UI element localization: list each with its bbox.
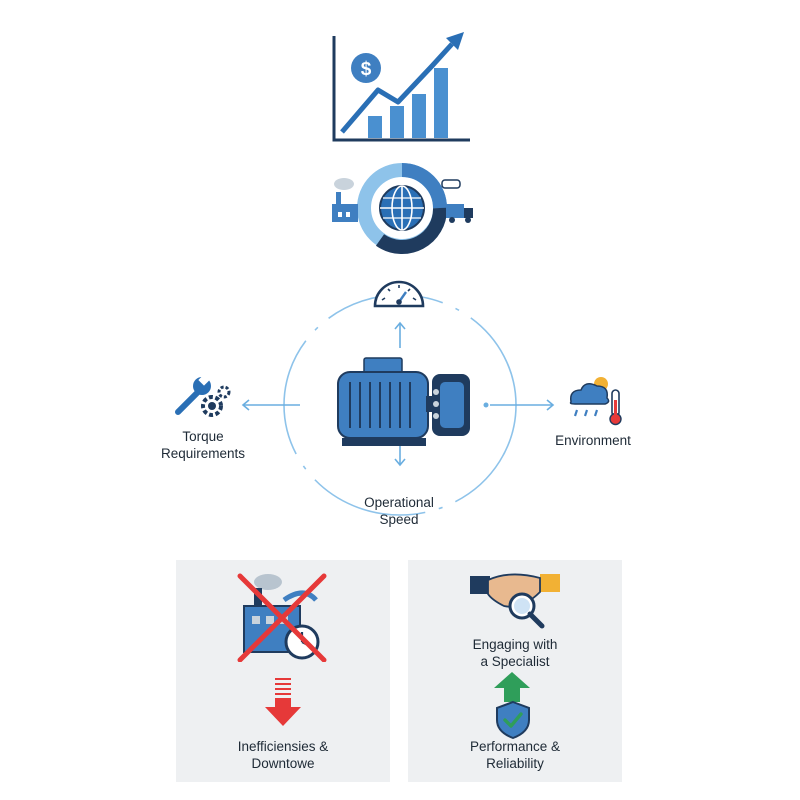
torque-requirements-label: Torque Requirements	[148, 428, 258, 462]
engaging-line2: a Specialist	[480, 654, 550, 669]
wrench-gear-icon	[172, 372, 232, 420]
weather-thermometer-icon	[565, 372, 627, 428]
environment-label: Environment	[538, 432, 648, 449]
performance-line1: Performance &	[469, 739, 561, 754]
operational-speed-label: Operational Speed	[344, 494, 454, 528]
engaging-specialist-label: Engaging with a Specialist	[408, 636, 622, 670]
inefficiencies-label: Inefficiensies & Downtowe	[176, 738, 390, 772]
inefficiencies-panel: Inefficiensies & Downtowe	[176, 560, 390, 782]
engaging-line1: Engaging with	[472, 637, 558, 652]
specialist-panel: Engaging with a Specialist Performance &…	[408, 560, 622, 782]
inefficiencies-line1: Inefficiensies &	[237, 739, 329, 754]
growth-chart-dollar-icon: $	[320, 28, 480, 150]
shield-check-icon	[494, 700, 532, 740]
global-supply-chain-icon	[330, 158, 476, 258]
torque-label-line1: Torque	[182, 429, 224, 444]
crossed-out-factory-icon	[232, 570, 332, 662]
environment-label-text: Environment	[555, 433, 631, 448]
speed-label-line1: Operational	[364, 495, 434, 510]
handshake-magnifier-icon	[470, 566, 562, 632]
electric-motor-icon	[328, 352, 474, 452]
up-arrow-icon	[494, 672, 530, 702]
performance-reliability-label: Performance & Reliability	[408, 738, 622, 772]
torque-label-line2: Requirements	[160, 446, 246, 461]
diagram-arrows	[240, 318, 560, 468]
down-arrow-icon	[265, 678, 301, 728]
svg-text:$: $	[361, 59, 372, 80]
inefficiencies-line2: Downtowe	[251, 756, 315, 771]
speed-label-line2: Speed	[379, 512, 419, 527]
performance-line2: Reliability	[486, 756, 544, 771]
speedometer-gauge-icon	[370, 272, 428, 310]
